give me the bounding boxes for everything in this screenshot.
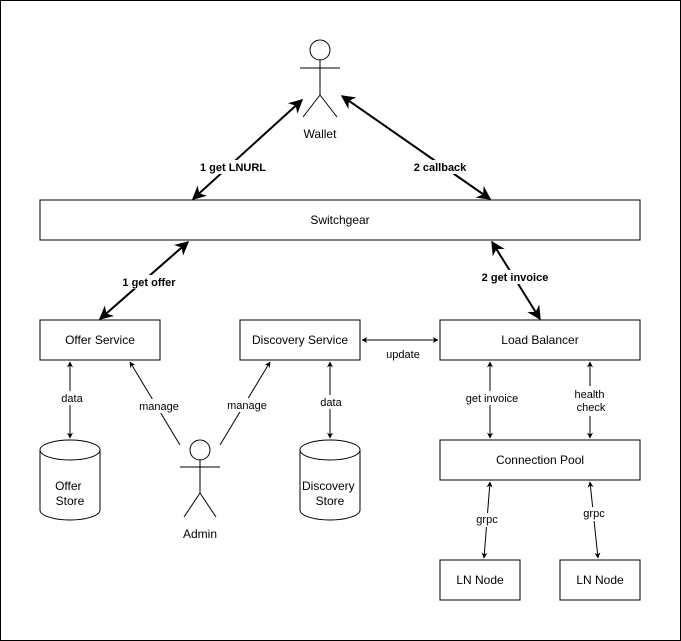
edge-get-offer-label: 1 get offer — [122, 277, 176, 289]
discovery-store-line-2: Store — [316, 494, 345, 508]
discovery-store-label: Discovery Store — [302, 479, 358, 508]
edge-callback — [340, 95, 492, 200]
edge-get-invoice-pool-label-bg — [462, 391, 522, 405]
edge-get-lnurl-label-bg — [198, 160, 268, 174]
edge-get-lnurl — [191, 99, 304, 200]
discovery-service-label: Discovery Service — [252, 333, 348, 347]
edge-get-lnurl-label: 1 get LNURL — [200, 162, 266, 174]
connection-pool-label: Connection Pool — [496, 453, 584, 467]
load-balancer-box — [439, 319, 641, 361]
offer-service-box — [39, 319, 161, 361]
load-balancer-label: Load Balancer — [501, 333, 578, 347]
switchgear-label: Switchgear — [310, 213, 369, 227]
offer-store-label: Offer Store — [55, 479, 85, 508]
edge-grpc-2-label-bg — [581, 507, 607, 521]
edge-health-check-line-1: health — [574, 389, 604, 401]
edge-get-invoice-pool-label: get invoice — [466, 393, 519, 405]
edge-get-invoice-main-label-bg — [478, 270, 552, 284]
edge-health-check-label: health check — [574, 389, 607, 414]
edge-manage-discovery-label: manage — [227, 400, 267, 412]
edge-get-invoice-main-label: 2 get invoice — [482, 272, 549, 284]
edge-health-check-label-bg — [570, 386, 612, 416]
admin-label: Admin — [183, 527, 217, 541]
admin-actor — [180, 439, 220, 518]
edge-offer-data-label: data — [61, 393, 83, 405]
edge-grpc-2-label: grpc — [583, 508, 605, 520]
offer-store-cylinder — [39, 439, 101, 521]
discovery-service-box — [239, 319, 361, 361]
edge-update-label: update — [386, 349, 420, 361]
wallet-label: Wallet — [304, 127, 338, 141]
edge-discovery-data-label-bg — [318, 395, 344, 409]
edge-offer-data-label-bg — [60, 391, 86, 405]
offer-store-line-2: Store — [56, 494, 85, 508]
edge-grpc-1-label: grpc — [476, 514, 498, 526]
edge-manage-discovery-label-bg — [224, 398, 270, 412]
switchgear-box — [39, 199, 641, 241]
wallet-actor — [300, 39, 340, 118]
edge-grpc-1-label-bg — [474, 513, 500, 527]
discovery-store-line-1: Discovery — [302, 479, 355, 493]
offer-store-line-1: Offer — [55, 479, 81, 493]
ln-node-2-box — [559, 559, 641, 601]
discovery-store-cylinder — [299, 439, 361, 521]
edge-health-check-line-2: check — [577, 402, 606, 414]
offer-service-label: Offer Service — [65, 333, 135, 347]
edge-manage-offer-label: manage — [139, 401, 179, 413]
ln-node-1-label: LN Node — [456, 573, 504, 587]
edge-callback-label-bg — [410, 160, 470, 174]
connection-pool-box — [439, 439, 641, 481]
edge-discovery-data-label: data — [320, 397, 342, 409]
ln-node-2-label: LN Node — [576, 573, 624, 587]
edge-get-offer-label-bg — [118, 275, 180, 289]
ln-node-1-box — [439, 559, 521, 601]
edge-manage-offer-label-bg — [136, 399, 182, 413]
edge-callback-label: 2 callback — [414, 162, 467, 174]
